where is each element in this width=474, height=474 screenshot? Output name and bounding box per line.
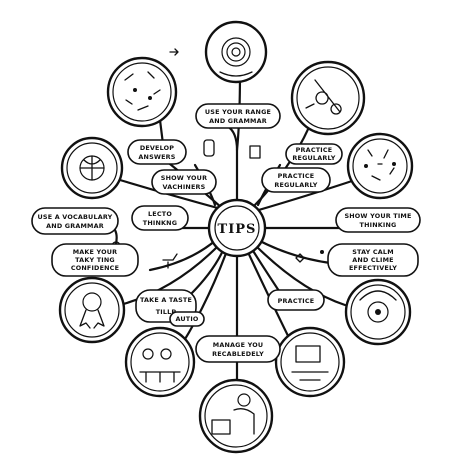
label-practice-mid-line1: PRACTICE	[278, 172, 315, 180]
label-make-your-line1: MAKE YOUR	[73, 248, 118, 256]
label-auto-text: AUTIO	[175, 315, 198, 323]
label-take-taste-line2: TILLP	[156, 308, 177, 316]
label-make-your-line2: TAKY TING	[75, 256, 115, 264]
label-develop-line2: ANSWERS	[138, 153, 175, 161]
label-manage-line1: MANAGE YOU	[213, 341, 263, 349]
circle-top-right	[290, 60, 366, 136]
label-stay-calm-line3: EFFECTIVELY	[349, 264, 397, 272]
label-make-your-line3: CONFIDENCE	[71, 264, 119, 272]
label-practice-top-line1: PRACTICE	[296, 146, 333, 154]
hub-node: TIPS	[207, 198, 267, 258]
circle-left	[60, 136, 124, 200]
label-lecto-line2: THINKNG	[143, 219, 177, 227]
hub-label: TIPS	[218, 222, 257, 237]
label-lecto-line1: LECTO	[148, 210, 172, 218]
label-show-vachiners: SHOW YOUR VACHINERS	[151, 169, 217, 195]
label-practice-top-line2: REGULARLY	[292, 154, 335, 162]
label-show-vaca-line2: VACHINERS	[163, 183, 206, 191]
label-show-time-line2: THINKING	[360, 221, 397, 229]
label-develop-line1: DEVELOP	[140, 144, 174, 152]
label-manage-line2: RECABLEDELY	[212, 350, 264, 358]
circle-bottom-left	[124, 326, 196, 398]
label-show-time-line1: SHOW YOUR TIME	[344, 212, 411, 220]
label-practice-bottom: PRACTICE	[267, 289, 325, 311]
label-stay-calm-line1: STAY CALM	[352, 248, 394, 256]
label-use-vocab-line2: AND GRAMMAR	[46, 222, 104, 230]
circle-bottom	[198, 378, 274, 454]
circle-top-left	[106, 56, 178, 128]
label-show-time: SHOW YOUR TIME THINKING	[335, 207, 421, 233]
circle-right	[346, 132, 414, 200]
label-manage: MANAGE YOU RECABLEDELY	[195, 335, 281, 363]
label-lecto-thinking: LECTO THINKNG	[131, 205, 189, 231]
label-make-your: MAKE YOUR TAKY TING CONFIDENCE	[51, 243, 139, 277]
label-practice-mid-line2: REGULARLY	[274, 181, 317, 189]
label-auto: AUTIO	[169, 311, 205, 327]
circle-bottom-right	[274, 326, 346, 398]
label-stay-calm: STAY CALM AND CLIME EFFECTIVELY	[327, 243, 419, 277]
circle-lower-right	[344, 278, 412, 346]
label-practice-bottom-text: PRACTICE	[278, 297, 315, 305]
label-stay-calm-line2: AND CLIME	[352, 256, 394, 264]
label-use-vocabulary: USE A VOCABULARY AND GRAMMAR	[31, 207, 119, 235]
label-practice-top: PRACTICE REGULARLY	[285, 143, 343, 165]
label-develop-answers: DEVELOP ANSWERS	[127, 139, 187, 165]
label-show-vaca-line1: SHOW YOUR	[161, 174, 207, 182]
label-use-vocab-line1: USE A VOCABULARY	[38, 213, 113, 221]
label-use-range: USE YOUR RANGE AND GRAMMAR	[195, 103, 281, 129]
label-take-taste-line1: TAKE A TASTE	[140, 296, 192, 304]
circle-top	[204, 20, 268, 84]
label-use-range-line1: USE YOUR RANGE	[205, 108, 271, 116]
circle-lower-left	[58, 276, 126, 344]
label-practice-mid: PRACTICE REGULARLY	[261, 167, 331, 193]
label-use-range-line2: AND GRAMMAR	[209, 117, 267, 125]
